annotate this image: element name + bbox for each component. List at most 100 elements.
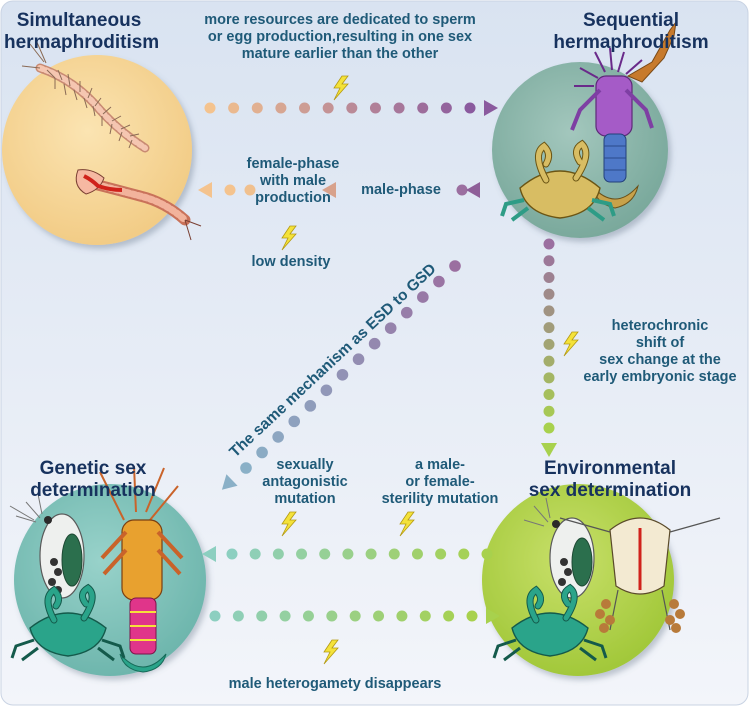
arrow-dot <box>302 610 314 622</box>
arrow-dot <box>411 548 423 560</box>
arrow-dot <box>272 548 284 560</box>
environmental-title: Environmental sex determination <box>510 458 710 503</box>
arrow-dot <box>543 271 555 283</box>
sequential-title-line1: Sequential <box>582 10 680 31</box>
female-phase-line1: female-phase <box>246 156 340 172</box>
heterochronic-line2: shift of <box>635 335 685 352</box>
lightning-layer <box>281 75 579 665</box>
arrow-dot <box>240 462 252 474</box>
arrow-dot <box>443 610 455 622</box>
arrow-dot <box>299 102 311 114</box>
heterochronic-line4: early embryonic stage <box>583 369 737 386</box>
arrow-dot <box>543 389 555 401</box>
arrow-dot <box>440 102 452 114</box>
arrow-dot <box>458 548 470 560</box>
lightning-icon <box>281 225 297 251</box>
arrow-dot <box>228 102 240 114</box>
arrow-dot <box>543 355 555 367</box>
arrow-dot <box>393 102 405 114</box>
arrow-dot <box>400 306 413 319</box>
arrow-dot <box>365 548 377 560</box>
arrowhead <box>466 182 480 198</box>
arrow-dot <box>304 400 317 412</box>
phase-female-part-arrow <box>322 182 336 198</box>
genetic-title-line2: determination <box>30 480 156 502</box>
crab-icon <box>492 583 608 662</box>
arrowhead <box>541 443 557 457</box>
arrow-dot <box>322 102 334 114</box>
resources-line1: more resources are dedicated to sperm <box>204 12 476 28</box>
arrow-dot <box>369 102 381 114</box>
male-phase-annotation: male-phase <box>361 182 441 198</box>
arrow-layer <box>198 100 557 624</box>
environmental-title-line1: Environmental <box>544 458 676 479</box>
arrow-dot <box>346 102 358 114</box>
sequential-title-line2: hermaphroditism <box>553 32 709 54</box>
right-sequential-to-environmental-arrow <box>541 238 557 457</box>
sexually-antagonistic-annotation: sexually antagonistic mutation <box>250 457 360 508</box>
arrow-dot <box>251 102 263 114</box>
arrow-dot <box>226 548 238 560</box>
genetic-title-line1: Genetic sex <box>39 458 147 479</box>
arrowhead <box>486 608 500 624</box>
arrow-dot <box>244 184 256 196</box>
arrow-dot <box>433 275 445 288</box>
arrow-dot <box>256 446 268 459</box>
arrowhead <box>221 474 238 490</box>
arrow-dot <box>543 338 555 350</box>
shrimp-icon <box>99 465 184 673</box>
water-flea-icon <box>523 497 595 599</box>
arrow-dot <box>543 288 555 300</box>
lightning-icon <box>333 75 349 101</box>
arrow-dot <box>543 422 555 434</box>
arrow-dot <box>417 291 429 303</box>
arrow-dot <box>249 548 261 560</box>
arrow-dot <box>396 610 408 622</box>
arrow-dot <box>456 184 468 196</box>
environmental-title-line2: sex determination <box>528 480 692 502</box>
arrow-dot <box>543 255 555 267</box>
arrow-dot <box>275 102 287 114</box>
arrow-dot <box>481 548 493 560</box>
worm-icon <box>75 169 202 241</box>
female-phase-line2: with male <box>259 173 327 190</box>
arrow-dot <box>388 548 400 560</box>
resources-annotation: more resources are dedicated to sperm or… <box>190 12 490 63</box>
lightning-icon <box>281 511 297 537</box>
arrow-dot <box>435 548 447 560</box>
genetic-title: Genetic sex determination <box>8 458 178 503</box>
arrow-dot <box>464 102 476 114</box>
sterility-line1: a male- <box>415 457 465 473</box>
arrow-dot <box>224 184 236 196</box>
bottom-genetic-to-environmental-arrow <box>209 608 500 624</box>
simultaneous-title: Simultaneous hermaphroditism <box>4 10 159 55</box>
arrow-dot <box>272 431 284 443</box>
crab-icon <box>500 139 616 222</box>
female-phase-annotation: female-phase with male production <box>238 156 348 207</box>
arrow-dot <box>296 548 308 560</box>
phase-male-female-arrow <box>456 182 480 198</box>
simultaneous-title-line1: Simultaneous <box>16 10 142 31</box>
arrow-dot <box>543 322 555 334</box>
middle-environmental-to-genetic-arrow <box>202 546 493 562</box>
sterility-line3: sterility mutation <box>381 491 499 508</box>
lightning-icon <box>563 331 579 357</box>
simultaneous-circle <box>2 55 192 245</box>
male-heterogamety-annotation: male heterogamety disappears <box>228 676 442 692</box>
arrow-dot <box>320 384 333 397</box>
arrowhead <box>484 100 498 116</box>
arrow-dot <box>417 102 429 114</box>
arrow-dot <box>256 610 268 622</box>
shrimp-icon <box>570 21 677 209</box>
sexually-antagonistic-line3: mutation <box>274 491 336 508</box>
arrowhead <box>322 182 336 198</box>
arrow-dot <box>466 610 478 622</box>
heterochronic-line1: heterochronic <box>611 318 709 334</box>
arrow-dot <box>326 610 338 622</box>
arrowhead <box>202 546 216 562</box>
arrow-dot <box>279 610 291 622</box>
sequential-title: Sequential hermaphroditism <box>546 10 716 55</box>
copepod-icon <box>559 517 721 633</box>
